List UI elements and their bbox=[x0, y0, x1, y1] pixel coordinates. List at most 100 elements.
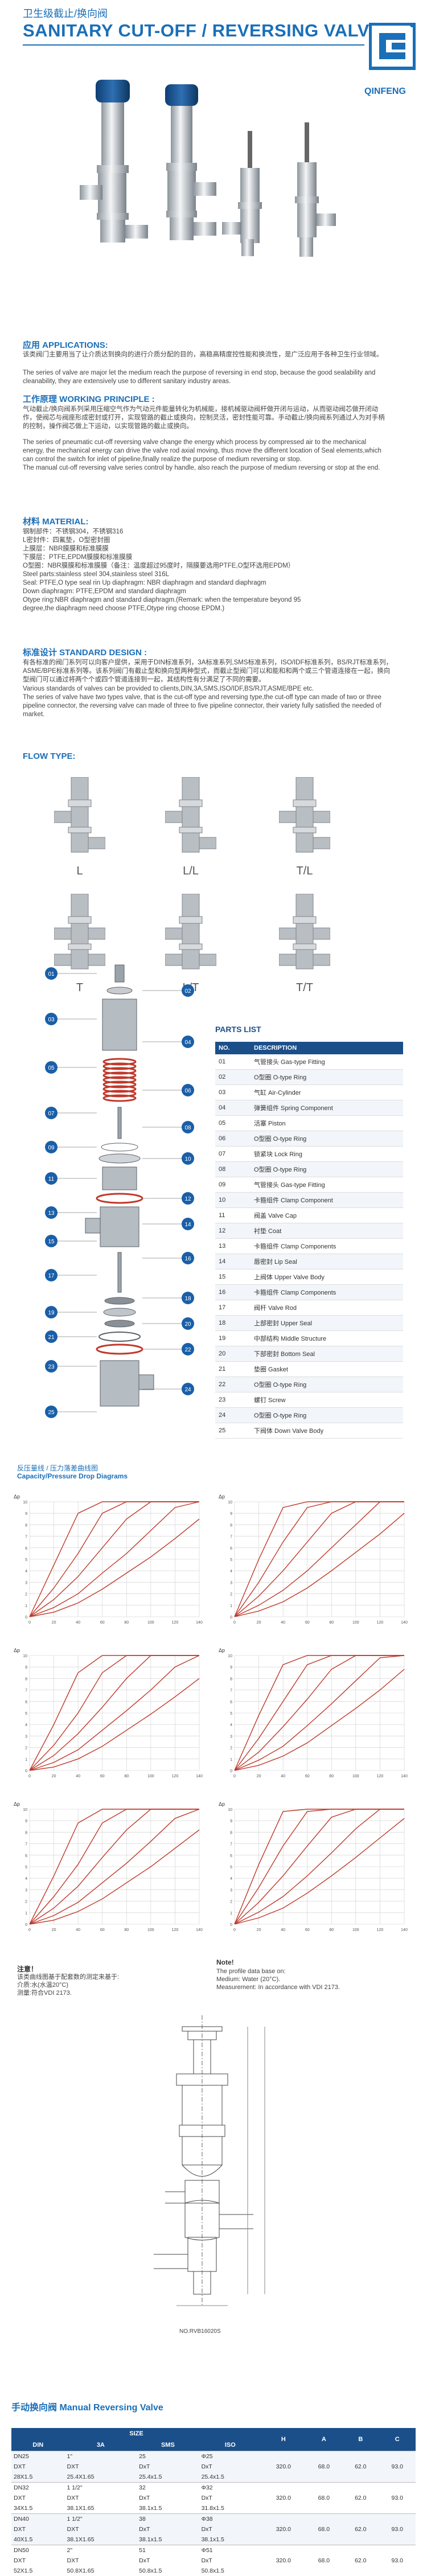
chart-y-tick: 1 bbox=[25, 1758, 27, 1762]
chart-y-tick: 9 bbox=[230, 1819, 232, 1823]
capacity-heading-cn: 反压量线 / 压力落差曲线图 bbox=[17, 1463, 98, 1473]
chart-x-tick: 40 bbox=[76, 1621, 80, 1625]
parts-no: 09 bbox=[215, 1177, 251, 1193]
spec-dim-a: 68.0 bbox=[306, 2545, 342, 2576]
spec-col-c: C bbox=[379, 2428, 416, 2451]
parts-no: 08 bbox=[215, 1162, 251, 1177]
parts-desc: 阀杆 Valve Rod bbox=[251, 1300, 403, 1316]
flow-type-label: T/L bbox=[279, 865, 330, 878]
valve-photo-3 bbox=[222, 131, 262, 256]
callout-number: 05 bbox=[48, 1065, 55, 1071]
spec-dim-b: 62.0 bbox=[342, 2483, 379, 2514]
chart-y-tick: 3 bbox=[230, 1735, 232, 1739]
spec-cell: 38.1X1.65 bbox=[65, 2503, 137, 2514]
chart-y-tick: 3 bbox=[25, 1888, 27, 1892]
spec-size-header: SIZE bbox=[11, 2428, 261, 2439]
spec-dim-h: 320.0 bbox=[261, 2483, 306, 2514]
chart-x-tick: 60 bbox=[100, 1774, 105, 1778]
spec-cell: DxT bbox=[199, 2556, 261, 2566]
chart-y-tick: 0 bbox=[25, 1769, 27, 1773]
chart-x-tick: 60 bbox=[305, 1621, 310, 1625]
chart-ylabel: Δp bbox=[219, 1648, 225, 1653]
spec-cell: 51 bbox=[137, 2545, 199, 2556]
spec-cell: DN40 bbox=[11, 2514, 65, 2525]
spec-cell: Φ32 bbox=[199, 2483, 261, 2493]
chart-x-tick: 40 bbox=[281, 1928, 285, 1932]
spec-cell: Φ25 bbox=[199, 2451, 261, 2462]
parts-desc: 弹簧组件 Spring Component bbox=[251, 1100, 403, 1116]
manual-heading: 手动换向阀 Manual Reversing Valve bbox=[11, 2400, 163, 2413]
chart-x-tick: 80 bbox=[124, 1774, 129, 1778]
chart-y-tick: 9 bbox=[230, 1666, 232, 1670]
spec-cell: DXT bbox=[65, 2524, 137, 2534]
callout-number: 25 bbox=[48, 1410, 55, 1416]
chart-y-tick: 7 bbox=[230, 1843, 232, 1847]
note-en: The profile data base on: Medium: Water … bbox=[216, 1967, 340, 1991]
note-cn-title: 注意！ bbox=[17, 1964, 38, 1974]
chart-x-tick: 100 bbox=[352, 1774, 359, 1778]
parts-desc: 中部结构 Middle Structure bbox=[251, 1331, 403, 1346]
spec-cell: DxT bbox=[137, 2556, 199, 2566]
chart-y-tick: 2 bbox=[25, 1900, 27, 1904]
chart-x-tick: 20 bbox=[52, 1621, 56, 1625]
parts-no: 01 bbox=[215, 1054, 251, 1070]
capacity-heading-en: Capacity/Pressure Drop Diagrams bbox=[17, 1472, 128, 1480]
spec-cell: 34X1.5 bbox=[11, 2503, 65, 2514]
qinfeng-logo bbox=[369, 23, 416, 88]
chart-ylabel: Δp bbox=[219, 1494, 225, 1499]
chart-y-tick: 9 bbox=[25, 1512, 27, 1516]
chart-x-tick: 0 bbox=[28, 1774, 31, 1778]
title-en: SANITARY CUT-OFF / REVERSING VALVE bbox=[23, 20, 381, 41]
chart-y-tick: 2 bbox=[230, 1593, 232, 1597]
spec-col-din: DIN bbox=[11, 2439, 65, 2451]
chart-x-tick: 100 bbox=[147, 1621, 154, 1625]
chart-y-tick: 6 bbox=[230, 1547, 232, 1551]
chart-y-tick: 6 bbox=[25, 1854, 27, 1858]
chart-x-tick: 140 bbox=[196, 1621, 203, 1625]
chart-y-tick: 6 bbox=[230, 1854, 232, 1858]
parts-no: 14 bbox=[215, 1254, 251, 1269]
callout-number: 23 bbox=[48, 1364, 55, 1370]
parts-no: 17 bbox=[215, 1300, 251, 1316]
chart-y-tick: 10 bbox=[23, 1808, 27, 1812]
chart-x-tick: 0 bbox=[28, 1928, 31, 1932]
chart-x-tick: 60 bbox=[305, 1928, 310, 1932]
spec-cell: 32 bbox=[137, 2483, 199, 2493]
note-en-title: Note! bbox=[216, 1958, 234, 1966]
spec-cell: 38.1X1.65 bbox=[65, 2534, 137, 2545]
technical-drawing: NO.RVB16020S bbox=[142, 2010, 290, 2351]
spec-cell: 38.1x1.5 bbox=[199, 2534, 261, 2545]
parts-no: 20 bbox=[215, 1346, 251, 1362]
chart-x-tick: 100 bbox=[147, 1774, 154, 1778]
parts-no: 02 bbox=[215, 1070, 251, 1085]
chart-y-tick: 2 bbox=[230, 1900, 232, 1904]
spec-dim-b: 62.0 bbox=[342, 2451, 379, 2483]
spec-dim-h: 320.0 bbox=[261, 2451, 306, 2483]
spec-cell: 38 bbox=[137, 2514, 199, 2525]
parts-no: 05 bbox=[215, 1116, 251, 1131]
callout-number: 11 bbox=[48, 1176, 55, 1182]
chart-x-tick: 120 bbox=[172, 1928, 179, 1932]
chart-y-tick: 0 bbox=[230, 1769, 232, 1773]
chart-y-tick: 9 bbox=[230, 1512, 232, 1516]
spec-cell: 2" bbox=[65, 2545, 137, 2556]
title-cn: 卫生级截止/换向阀 bbox=[23, 6, 108, 20]
chart-x-tick: 100 bbox=[352, 1928, 359, 1932]
parts-desc: 气缸 Air-Cylinder bbox=[251, 1085, 403, 1100]
chart-y-tick: 7 bbox=[25, 1535, 27, 1539]
chart-y-tick: 9 bbox=[25, 1819, 27, 1823]
callout-number: 20 bbox=[184, 1321, 191, 1328]
callout-number: 21 bbox=[48, 1334, 55, 1341]
